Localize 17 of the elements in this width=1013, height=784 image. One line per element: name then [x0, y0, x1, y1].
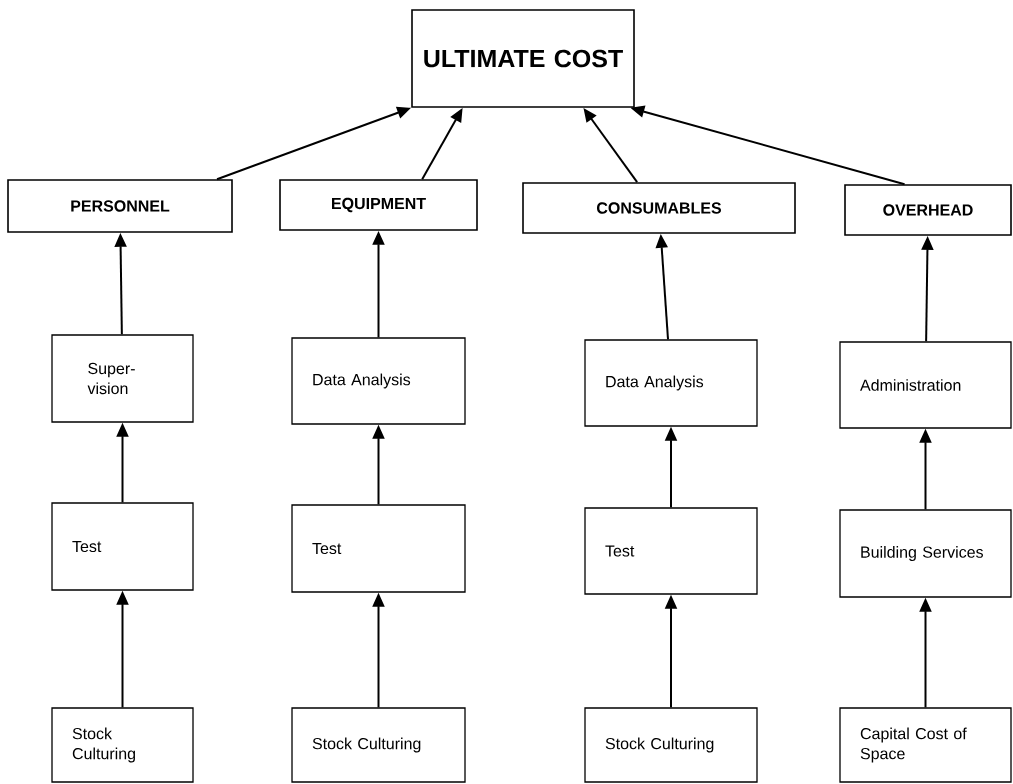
process-box: Test	[291, 504, 466, 593]
category-box: OVERHEAD	[844, 184, 1012, 236]
result-box: ULTIMATE COST	[411, 9, 635, 108]
process-box: Data Analysis	[584, 339, 758, 427]
process-box: Stock Culturing	[51, 707, 194, 783]
process-box: Capital Cost of Space	[839, 707, 1012, 783]
process-box: Stock Culturing	[584, 707, 758, 783]
category-box: PERSONNEL	[7, 179, 233, 233]
process-box: Test	[584, 507, 758, 595]
category-box: EQUIPMENT	[279, 179, 478, 231]
category-box: CONSUMABLES	[522, 182, 796, 234]
process-box: Super-vision	[51, 334, 194, 423]
process-box: Building Services	[839, 509, 1012, 598]
process-box: Test	[51, 502, 194, 591]
process-box: Stock Culturing	[291, 707, 466, 783]
process-box: Administration	[839, 341, 1012, 429]
process-box: Data Analysis	[291, 337, 466, 425]
